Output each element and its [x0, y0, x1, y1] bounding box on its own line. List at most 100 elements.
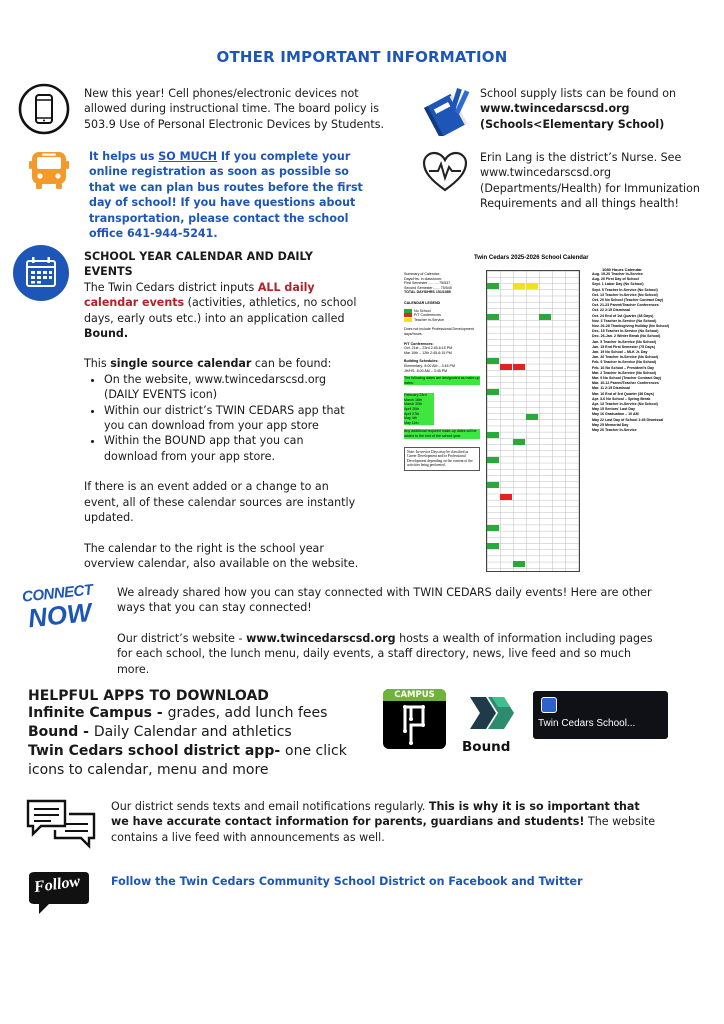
follow-text[interactable]: Follow the Twin Cedars Community School … [111, 875, 583, 888]
app-name: Infinite Campus - [28, 705, 168, 721]
intro-app: Bound. [84, 327, 129, 341]
intro-emph: ALL daily calendar events [84, 280, 315, 310]
app-desc: Daily Calendar and athletics [93, 724, 292, 740]
legend-swatch-red [404, 313, 412, 318]
single-pre: This [84, 357, 111, 371]
calendar-event: Jan. 26 Teacher In-Service (No School) [592, 355, 659, 360]
inservice-marker [513, 283, 525, 289]
list-item: On the website, www.twincedarscsd.org (D… [104, 372, 360, 403]
calendar-sources-list: On the website, www.twincedarscsd.org (D… [84, 372, 360, 464]
bus-icon [28, 149, 70, 191]
books-icon [420, 86, 472, 138]
note-line: Building Schedules: [404, 359, 439, 364]
calendar-event: Apr. 3-6 No School – Spring Break [592, 396, 651, 401]
summary-line: First Semester……… 75/537 [404, 281, 451, 286]
bus-text-post: If you complete your online registration… [89, 150, 363, 241]
page-title: OTHER IMPORTANT INFORMATION [216, 48, 508, 66]
single-source-line: This single source calendar can be found… [84, 356, 360, 371]
campus-app-label: CAMPUS [383, 689, 446, 701]
app-name: Twin Cedars school district app- [28, 743, 286, 759]
calendar-event: Mar. 9 No School (Teacher Contract Day) [592, 376, 662, 381]
notifications-text: Our district sends texts and email notif… [111, 799, 656, 845]
connect-p2-pre: Our district’s website - [117, 631, 247, 645]
nurse-text: Erin Lang is the district’s Nurse. See w… [480, 151, 700, 211]
bound-logo-icon [470, 697, 514, 729]
calendar-summary: Summary of Calendar: Days/Hrs. in classr… [404, 272, 480, 471]
connect-p2: Our district’s website - www.twincedarsc… [117, 631, 662, 677]
calendar-event: Dec. 15 Teacher In-Service (No School) [592, 329, 659, 334]
note-line: Mar 10th – 12th 2:45-6:15 PM [404, 350, 452, 355]
twin-cedars-app-icon[interactable]: Twin Cedars School... [533, 691, 668, 739]
note-line: Any additional required make-up dates wi… [404, 429, 480, 439]
phones-text: New this year! Cell phones/electronic de… [84, 87, 385, 131]
calendar-event: Mar. 2 Teacher In-Service (No School) [592, 370, 657, 375]
calendar-event: Oct. 13 Teacher In-Service (No School) [592, 292, 658, 297]
calendar-event: May 15 Seniors’ Last Day [592, 407, 635, 412]
app-item-twin-cedars: Twin Cedars school district app- one cli… [28, 742, 373, 780]
note-box: Note: In-service Days may be classified … [404, 446, 480, 471]
note-line: May 4th [404, 416, 434, 421]
calendar-event: Oct. 24 End of 1st Quarter (38 Days) [592, 313, 654, 318]
no-school-marker [539, 314, 551, 320]
note-line: Elementary- 8:00 AM – 3:45 PM [404, 363, 455, 368]
calendar-event: Dec. 26-Jan. 2 Winter Break (No School) [592, 334, 661, 339]
no-school-marker [513, 561, 525, 567]
calendar-event: Oct. 20 No School (Teacher Contract Day) [592, 298, 664, 303]
no-school-marker [487, 543, 499, 549]
tc-app-badge-icon [541, 697, 557, 713]
legend-item: P/T Conferences [404, 313, 480, 318]
note-line: April 27th [404, 411, 434, 417]
no-school-marker [487, 432, 499, 438]
pt-conference-marker [513, 364, 525, 370]
legend-item: No School [404, 309, 480, 314]
legend-item: Teacher In-Service [404, 318, 480, 323]
bus-text-pre: It helps us [89, 150, 159, 163]
notifications-pre: Our district sends texts and email notif… [111, 800, 429, 813]
calendar-event: Feb. 9 Teacher In-Service (No School) [592, 360, 657, 365]
summary-line: TOTAL DAYS/HRS 151/1085 [404, 290, 451, 295]
follow-logo: Follow [27, 870, 91, 916]
list-item: Within the BOUND app that you can downlo… [104, 433, 360, 464]
calendar-section: SCHOOL YEAR CALENDAR AND DAILY EVENTS Th… [84, 249, 360, 571]
supplies-block: School supply lists can be found on www.… [480, 86, 710, 132]
calendar-event: Jan. 15 End First Semester (75 Days) [592, 344, 655, 349]
calendar-event: Sept. 5 Teacher In-Service (No School) [592, 287, 658, 292]
pt-conference-marker [500, 494, 512, 500]
campus-glyph-icon [403, 705, 425, 745]
note-line: Does not include Professional Developmen… [404, 327, 474, 336]
legend-swatch-green [404, 308, 412, 313]
app-item-bound: Bound - Daily Calendar and athletics [28, 723, 373, 742]
legend-label: Teacher In-Service [414, 317, 444, 322]
legend-label: No School [414, 308, 431, 313]
calendar-grid [486, 270, 580, 572]
campus-app-icon[interactable]: CAMPUS [383, 689, 446, 749]
calendar-event: May 26 Teacher In-Service [592, 428, 637, 433]
chat-bubbles-icon [25, 798, 97, 850]
legend-title: CALENDAR LEGEND [404, 300, 441, 305]
hours-heading: 1080 Hours Calendar [602, 267, 642, 272]
calendar-event: Oct. 22 2:15 Dismissal [592, 308, 630, 313]
change-text: If there is an event added or a change t… [84, 480, 356, 525]
bound-app-label: Bound [462, 739, 511, 755]
no-school-marker [487, 482, 499, 488]
app-name: Bound - [28, 724, 94, 740]
app-item-infinite-campus: Infinite Campus - grades, add lunch fees [28, 704, 373, 723]
single-post: can be found: [251, 357, 332, 371]
note-line: March 16th [404, 397, 434, 403]
calendar-image-title: Twin Cedars 2025-2026 School Calendar [474, 255, 589, 261]
heart-pulse-icon [421, 150, 469, 194]
district-website-link[interactable]: www.twincedarscsd.org [246, 631, 396, 645]
calendar-event: Mar. 11 2:15 Dismissal [592, 386, 630, 391]
no-school-marker [487, 358, 499, 364]
bound-app-icon[interactable]: Bound [462, 695, 522, 755]
no-school-marker [487, 283, 499, 289]
note-line: April 20th [404, 407, 434, 412]
supplies-link[interactable]: www.twincedarscsd.org [480, 102, 630, 116]
pt-conference-marker [500, 364, 512, 370]
note-line: P/T Conferences: [404, 341, 434, 346]
intro-pre: The Twin Cedars district inputs [84, 280, 258, 294]
app-desc: grades, add lunch fees [167, 705, 328, 721]
supplies-text: School supply lists can be found on [480, 87, 677, 100]
calendar-icon [12, 244, 70, 302]
